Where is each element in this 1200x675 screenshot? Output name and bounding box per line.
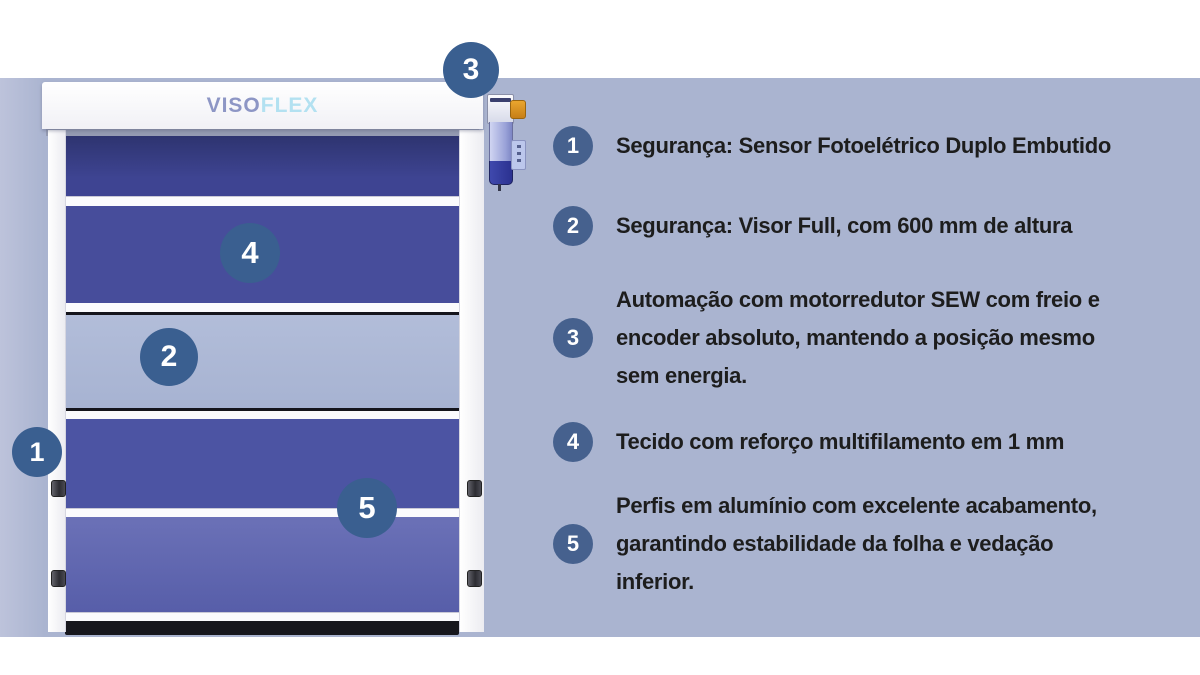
- legend-item-text: Segurança: Sensor Fotoelétrico Duplo Emb…: [616, 133, 1111, 158]
- door-callout-5: 5: [337, 478, 397, 538]
- legend-item-5: 5 Perfis em alumínio com excelente acaba…: [553, 487, 1097, 601]
- door-bottom-seal: [65, 621, 459, 635]
- door-callout-4: 4: [220, 223, 280, 283]
- legend-number-badge: 1: [553, 126, 593, 166]
- door-rail-right: [459, 130, 484, 632]
- motor-flange-icon: [510, 100, 526, 119]
- brand-logo: VISOFLEX: [207, 94, 319, 118]
- fabric-separator: [65, 303, 459, 315]
- fabric-separator: [65, 508, 459, 517]
- guide-bracket-icon: [51, 570, 66, 587]
- fabric-separator: [65, 612, 459, 621]
- legend-item-text: Perfis em alumínio com excelente acabame…: [616, 493, 1097, 594]
- fabric-panel-5b: [65, 517, 459, 612]
- brand-viso: VISO: [206, 93, 261, 117]
- guide-bracket-icon: [51, 480, 66, 497]
- door-rail-left: [48, 130, 66, 632]
- motor-body-lower-icon: [489, 161, 513, 185]
- fabric-panel-top: [65, 136, 459, 196]
- legend-item-text: Segurança: Visor Full, com 600 mm de alt…: [616, 213, 1073, 238]
- legend-item-text: Tecido com reforço multifilamento em 1 m…: [616, 429, 1065, 454]
- guide-bracket-icon: [467, 480, 482, 497]
- legend-item-4: 4 Tecido com reforço multifilamento em 1…: [553, 422, 1064, 462]
- motor-body-icon: [489, 122, 513, 162]
- brand-flex: FLEX: [260, 93, 319, 117]
- fabric-separator: [65, 196, 459, 206]
- door-illustration: VISOFLEX 1 2 3 4 5: [12, 42, 526, 635]
- door-callout-1: 1: [12, 427, 62, 477]
- door-callout-2: 2: [140, 328, 198, 386]
- door-header-shadow: [46, 129, 479, 136]
- visor-panel: [65, 315, 459, 408]
- legend-number-badge: 2: [553, 206, 593, 246]
- door-callout-3: 3: [443, 42, 499, 98]
- fabric-separator: [65, 408, 459, 419]
- legend-number-badge: 4: [553, 422, 593, 462]
- guide-bracket-icon: [467, 570, 482, 587]
- legend-item-1: 1 Segurança: Sensor Fotoelétrico Duplo E…: [553, 126, 1111, 166]
- door-fabric: [65, 136, 459, 635]
- legend-number-badge: 3: [553, 318, 593, 358]
- motor-bracket-icon: [511, 140, 526, 170]
- door-header: VISOFLEX: [42, 82, 483, 129]
- fabric-panel-5a: [65, 419, 459, 508]
- legend-number-badge: 5: [553, 524, 593, 564]
- legend-item-2: 2 Segurança: Visor Full, com 600 mm de a…: [553, 206, 1073, 246]
- legend-item-text: Automação com motorredutor SEW com freio…: [616, 287, 1100, 388]
- motor-stem-icon: [498, 184, 501, 191]
- legend-item-3: 3 Automação com motorredutor SEW com fre…: [553, 281, 1100, 395]
